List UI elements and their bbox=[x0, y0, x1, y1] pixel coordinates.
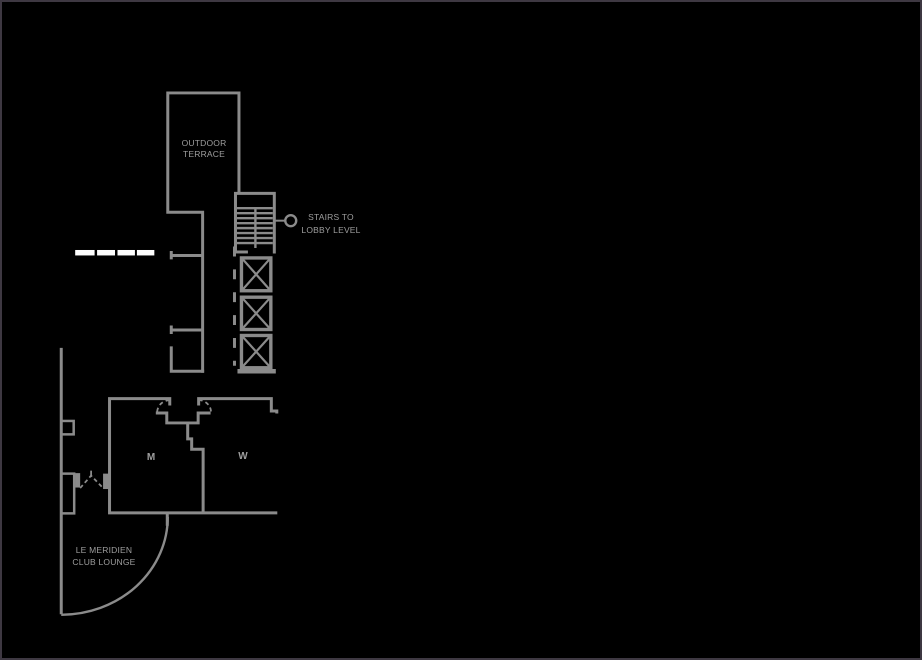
outdoor-terrace-label-line2: TERRACE bbox=[182, 149, 226, 159]
lounge-curved-wall bbox=[61, 516, 169, 616]
restrooms bbox=[108, 397, 279, 515]
stairs-callout-label-line2: LOBBY LEVEL bbox=[301, 224, 361, 235]
corridor-alcove-wall bbox=[169, 346, 205, 373]
lounge-double-door-swing bbox=[79, 474, 104, 489]
lounge-closet bbox=[59, 472, 76, 515]
mens-room-label: M bbox=[146, 452, 156, 463]
highlight-dash bbox=[97, 249, 116, 256]
stairs-callout bbox=[274, 214, 298, 228]
highlight-dash bbox=[117, 249, 135, 256]
restroom-outline-wall bbox=[108, 397, 278, 515]
womens-door-swing-arc bbox=[198, 399, 212, 413]
outdoor-terrace-label: OUTDOOR TERRACE bbox=[168, 138, 240, 160]
lounge-wall-niche bbox=[59, 419, 75, 436]
elevator-bank bbox=[232, 246, 276, 374]
mw-divider-wall bbox=[186, 422, 205, 513]
highlight-dash bbox=[136, 249, 155, 256]
highlight-dash bbox=[75, 249, 95, 256]
lounge-door-jamb-left bbox=[75, 473, 81, 488]
elevator-cab-1 bbox=[239, 256, 273, 293]
womens-room-label: W bbox=[238, 451, 248, 462]
highlight-dashes bbox=[75, 249, 155, 256]
outdoor-terrace-room bbox=[166, 91, 241, 373]
callout-circle-marker bbox=[284, 214, 298, 228]
outdoor-terrace-label-line1: OUTDOOR bbox=[181, 138, 227, 148]
club-lounge bbox=[59, 347, 169, 616]
corridor-tick-wall-upper bbox=[169, 250, 203, 260]
corridor bbox=[169, 250, 205, 373]
corridor-tick-wall-lower bbox=[169, 325, 203, 334]
stairs-callout-label-line1: STAIRS TO bbox=[308, 212, 354, 222]
stairwell bbox=[233, 191, 276, 254]
vestibule-platform-wall bbox=[155, 411, 211, 425]
club-lounge-label-line1: LE MERIDIEN bbox=[75, 545, 133, 555]
club-lounge-label: LE MERIDIEN CLUB LOUNGE bbox=[64, 544, 144, 569]
elevator-cab-3 bbox=[239, 333, 273, 370]
lounge-door-jamb-right bbox=[103, 473, 109, 490]
terrace-wall-outline bbox=[166, 91, 241, 373]
stairs-callout-label: STAIRS TO LOBBY LEVEL bbox=[294, 211, 368, 236]
club-lounge-label-line2: CLUB LOUNGE bbox=[72, 557, 136, 568]
mens-door-swing-arc bbox=[156, 399, 170, 413]
elevator-cab-2 bbox=[239, 295, 273, 332]
stair-enclosure-wall bbox=[233, 191, 276, 254]
